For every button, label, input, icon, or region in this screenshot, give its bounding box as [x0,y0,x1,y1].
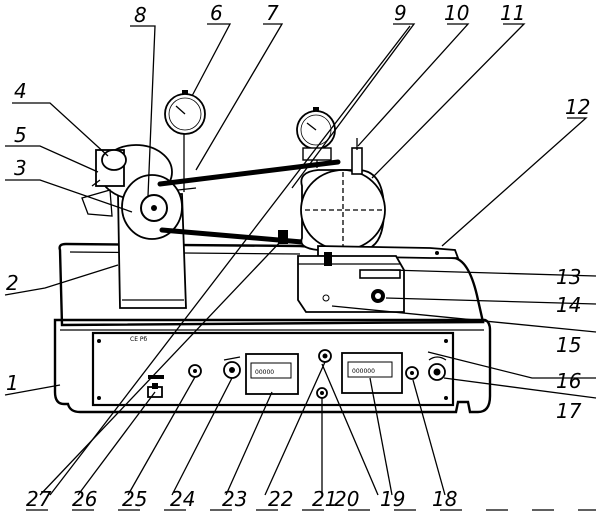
label-26: 26 [72,487,97,511]
label-18: 18 [432,487,457,511]
number-labels: 1 2 3 4 5 6 7 8 9 10 11 12 13 14 15 16 1… [6,1,590,511]
label-11: 11 [500,1,525,25]
knob-17 [428,356,447,381]
label-17: 17 [556,399,582,423]
panel-top-mark: СЕ Рб [130,336,148,343]
support-10 [351,138,363,175]
label-16: 16 [556,369,581,393]
belt-tensioner [278,230,288,244]
roller-11 [300,169,386,251]
dial-gauge-6 [164,90,206,192]
pulley-left [121,174,183,240]
left-display: 00000 [245,353,299,395]
housing [53,318,492,414]
label-27: 27 [26,487,52,511]
label-21: 21 [312,487,337,511]
dial-24 [223,356,241,379]
label-9: 9 [394,1,407,25]
label-6: 6 [210,1,223,25]
label-2: 2 [6,271,19,295]
label-1: 1 [6,371,19,395]
label-12: 12 [565,95,590,119]
label-20: 20 [334,487,359,511]
label-7: 7 [266,1,279,25]
label-14: 14 [556,293,581,317]
label-8: 8 [134,3,147,27]
label-13: 13 [556,265,581,289]
right-display: 000000 [341,352,403,394]
label-5: 5 [14,123,27,147]
label-10: 10 [444,1,469,25]
leader-lines [4,23,597,496]
left-display-value: 00000 [255,369,274,376]
label-19: 19 [380,487,405,511]
right-display-value: 000000 [352,368,375,375]
label-4: 4 [14,79,27,103]
label-22: 22 [268,487,293,511]
carriage [297,252,405,313]
label-23: 23 [222,487,247,511]
label-15: 15 [556,333,581,357]
label-3: 3 [14,156,27,180]
label-25: 25 [122,487,147,511]
label-24: 24 [170,487,195,511]
